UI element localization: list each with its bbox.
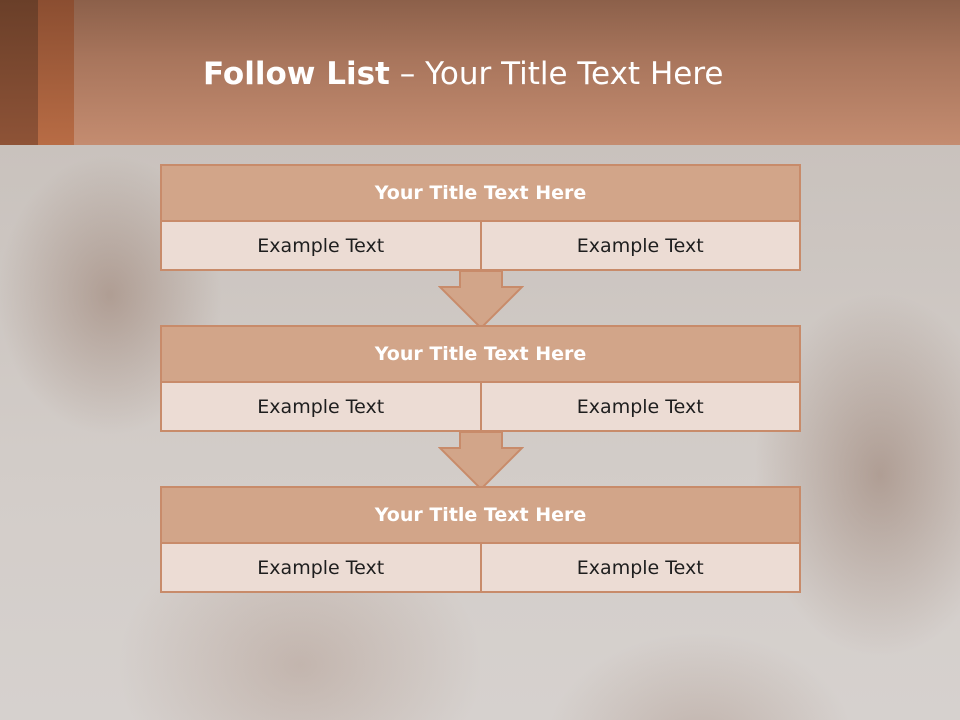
page-title-bold: Follow List bbox=[203, 56, 390, 92]
step-cell-left: Example Text bbox=[162, 383, 480, 430]
step-cell-left: Example Text bbox=[162, 222, 480, 269]
down-arrow-icon bbox=[438, 270, 524, 330]
header-accent-strip bbox=[0, 0, 38, 145]
step-cell-left: Example Text bbox=[162, 544, 480, 591]
step-title: Your Title Text Here bbox=[162, 166, 799, 222]
step-row: Example Text Example Text bbox=[162, 383, 799, 430]
step-block-2: Your Title Text Here Example Text Exampl… bbox=[160, 325, 801, 432]
step-cell-right: Example Text bbox=[479, 544, 799, 591]
step-cell-right: Example Text bbox=[479, 222, 799, 269]
step-row: Example Text Example Text bbox=[162, 222, 799, 269]
page-title-rest: – Your Title Text Here bbox=[399, 56, 724, 92]
step-title: Your Title Text Here bbox=[162, 488, 799, 544]
down-arrow-icon bbox=[438, 431, 524, 491]
header-accent-strip-light bbox=[38, 0, 74, 145]
page-title: Follow List – Your Title Text Here bbox=[203, 56, 723, 92]
step-row: Example Text Example Text bbox=[162, 544, 799, 591]
step-cell-right: Example Text bbox=[479, 383, 799, 430]
step-title: Your Title Text Here bbox=[162, 327, 799, 383]
step-block-3: Your Title Text Here Example Text Exampl… bbox=[160, 486, 801, 593]
header-bar bbox=[0, 0, 960, 145]
step-block-1: Your Title Text Here Example Text Exampl… bbox=[160, 164, 801, 271]
